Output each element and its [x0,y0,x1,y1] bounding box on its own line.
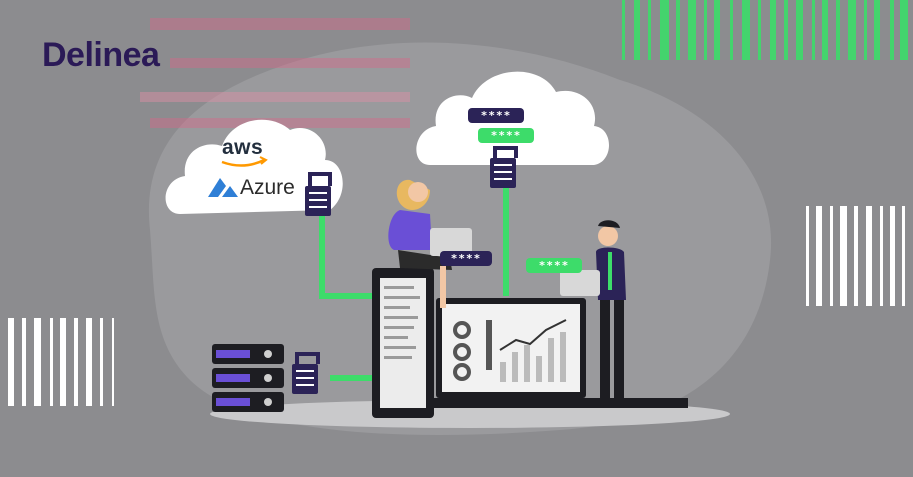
lock-icon-left [305,172,332,216]
woman-figure [388,179,472,308]
tower-device [372,268,434,418]
barcode-top-green [622,0,908,60]
delinea-logo: Delinea [42,36,160,74]
man-figure [560,220,626,398]
azure-icon [208,178,238,197]
server-stack [212,344,284,412]
cloud-left [165,119,343,214]
connector-left [319,212,375,299]
azure-logo-text: Azure [240,176,295,199]
barcode-left [8,318,114,406]
password-field-woman: **** [440,251,492,266]
glitch-lines [140,18,410,128]
barcode-right [806,206,905,306]
aws-smile-icon [221,158,265,167]
password-field-man: **** [526,258,582,273]
aws-logo-text: aws [222,136,264,159]
lock-icon-servers [292,352,320,394]
password-field-cloud-green: **** [478,128,534,143]
dashboard-monitor [430,298,688,408]
lock-icon-right [490,146,518,188]
password-field-cloud-dark: **** [468,108,524,123]
